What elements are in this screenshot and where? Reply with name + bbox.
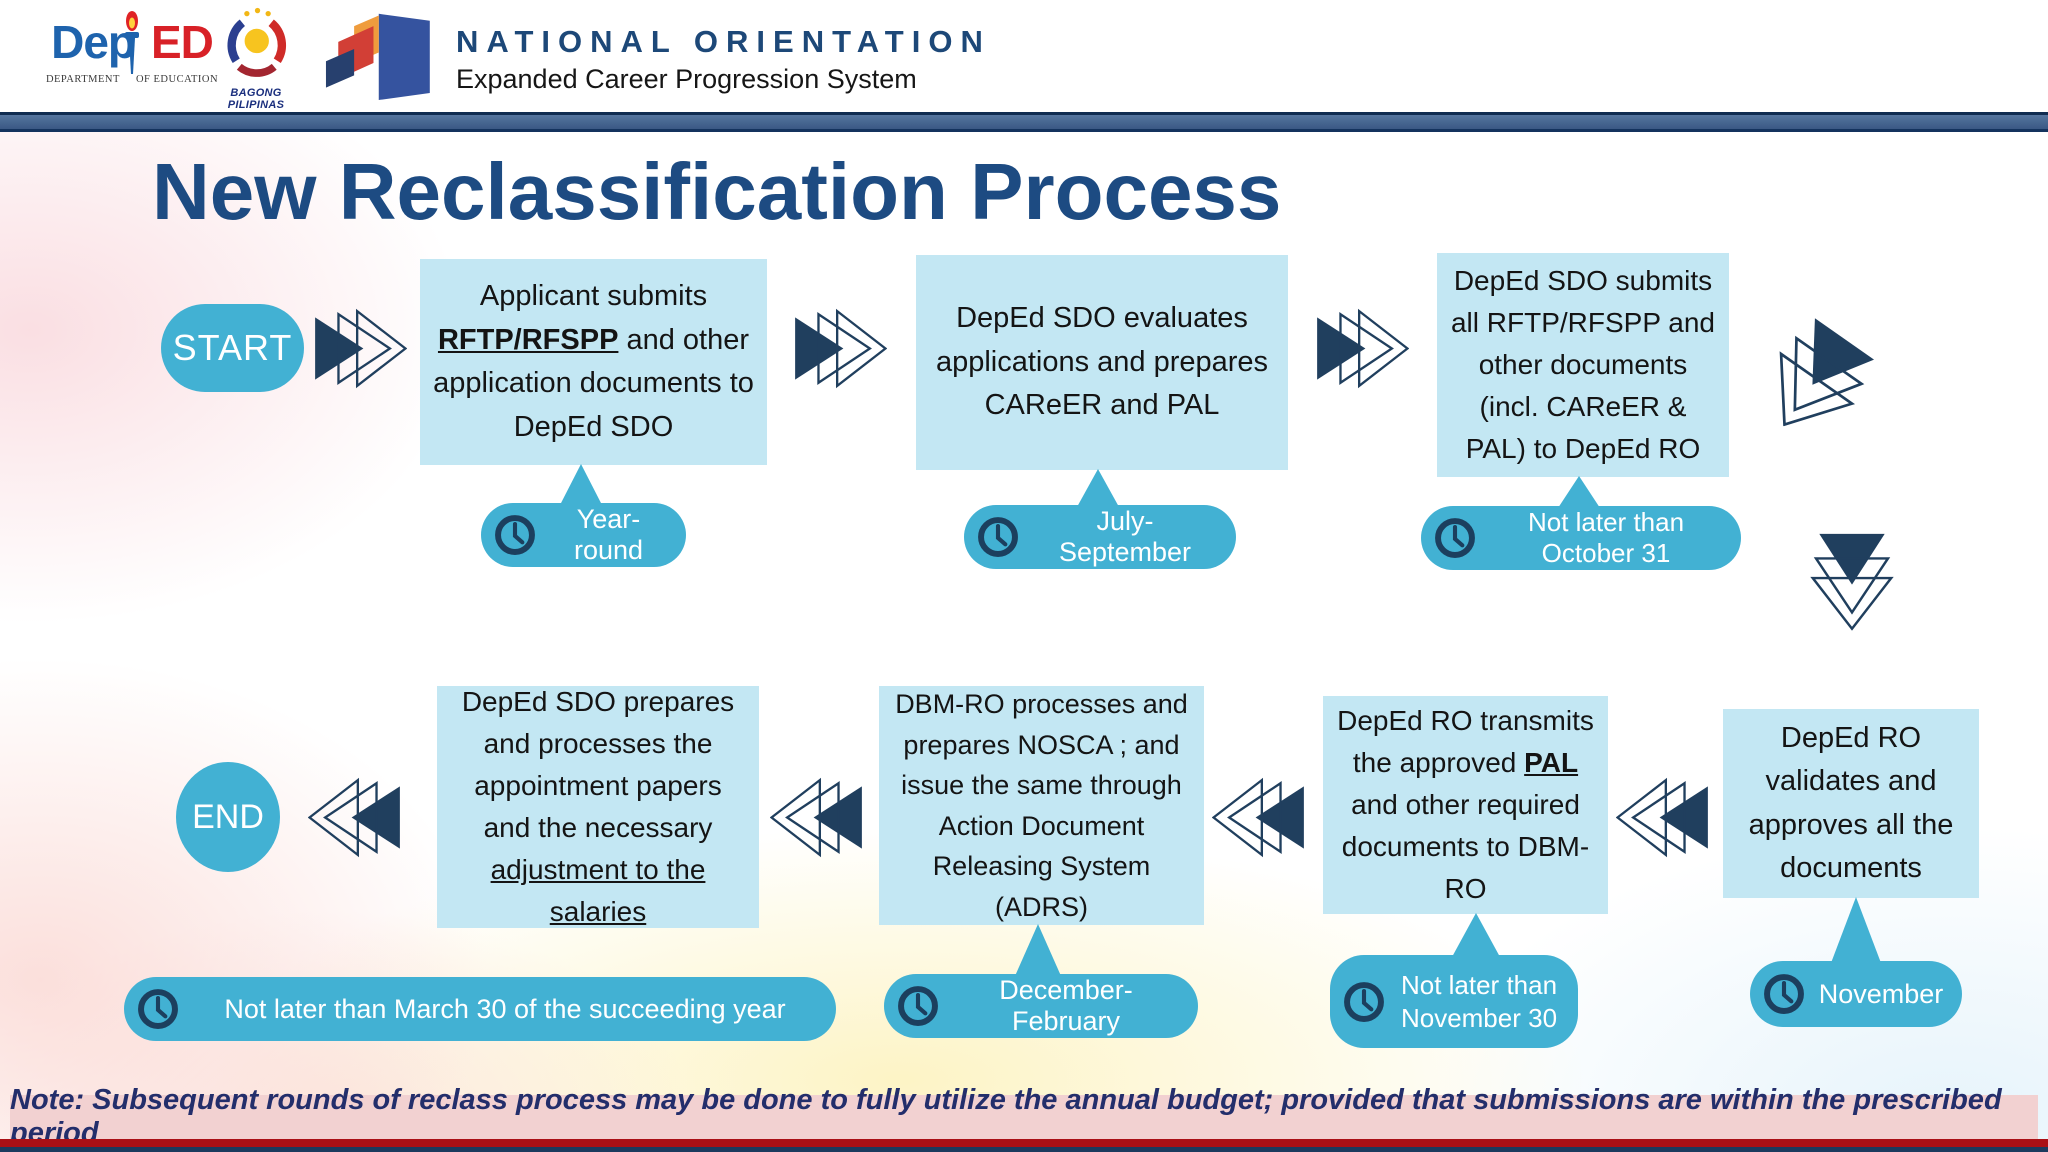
deped-wordmark-dep: Dep bbox=[51, 16, 136, 68]
clock-icon bbox=[138, 989, 178, 1029]
timeline-badge-november: November bbox=[1750, 961, 1962, 1027]
step6-text: DBM-RO processes and prepares NOSCA ; an… bbox=[895, 689, 1188, 922]
bagong-pilipinas-icon bbox=[227, 7, 287, 77]
bagong-pilipinas-logo: BAGONG PILIPINAS bbox=[204, 6, 308, 111]
deped-caption-left: DEPARTMENT bbox=[45, 74, 120, 85]
badge-pointer bbox=[1452, 913, 1500, 957]
event-subtitle: Expanded Career Progression System bbox=[456, 64, 917, 94]
badge-label: November bbox=[1818, 978, 1944, 1009]
badge-pointer bbox=[1077, 469, 1119, 507]
step5-text: DepEd RO transmits the approved bbox=[1337, 705, 1594, 778]
step2-text: DepEd SDO evaluates applications and pre… bbox=[935, 302, 1269, 422]
step5-text-cont: and other required documents to DBM-RO bbox=[1341, 789, 1590, 904]
step1-emphasis: RFTP/RFSPP bbox=[437, 323, 619, 356]
event-title: NATIONAL ORIENTATION bbox=[456, 24, 991, 59]
timeline-badge-december-february: December-February bbox=[884, 974, 1198, 1038]
triple-chevron-right-icon bbox=[315, 308, 407, 389]
badge-label: July-September bbox=[1058, 506, 1192, 567]
clock-icon bbox=[978, 517, 1018, 557]
start-node: START bbox=[161, 304, 304, 392]
timeline-badge-july-september: July-September bbox=[964, 505, 1236, 569]
badge-label: Not later than March 30 of the succeedin… bbox=[224, 993, 786, 1024]
clock-icon bbox=[1764, 974, 1804, 1014]
badge-label: Not later than November 30 bbox=[1400, 970, 1558, 1033]
triple-chevron-left-icon bbox=[770, 777, 862, 858]
deped-wordmark-ed: ED bbox=[151, 16, 214, 68]
badge-pointer bbox=[1558, 476, 1600, 508]
step-box-applicant-submits: Applicant submits RFTP/RFSPP and other a… bbox=[420, 259, 767, 465]
bagong-pilipinas-caption: BAGONG PILIPINAS bbox=[227, 87, 285, 111]
deped-wordmark: Dep ED bbox=[34, 11, 230, 74]
triple-chevron-right-icon bbox=[1317, 308, 1409, 389]
step1-text-cont: and other application documents to DepEd… bbox=[433, 323, 754, 443]
note-bar: Note: Subsequent rounds of reclass proce… bbox=[10, 1084, 2038, 1149]
clock-icon bbox=[1344, 981, 1384, 1022]
clock-icon bbox=[1435, 518, 1475, 558]
footer-red-bar bbox=[0, 1139, 2048, 1147]
clock-icon bbox=[495, 515, 535, 555]
step7-emphasis: adjustment to the salaries bbox=[490, 854, 706, 927]
badge-pointer bbox=[1831, 897, 1881, 963]
timeline-badge-november-30: Not later than November 30 bbox=[1330, 955, 1578, 1048]
badge-pointer bbox=[1015, 924, 1061, 976]
book-icon bbox=[325, 13, 430, 100]
triple-chevron-down-icon bbox=[1810, 533, 1894, 631]
step7-text: DepEd SDO prepares and processes the app… bbox=[461, 686, 735, 843]
step-box-ro-validates: DepEd RO validates and approves all the … bbox=[1723, 709, 1979, 898]
step1-text: Applicant submits bbox=[479, 280, 708, 312]
step-box-sdo-submits-ro: DepEd SDO submits all RFTP/RFSPP and oth… bbox=[1437, 253, 1729, 477]
footer-navy-bar bbox=[0, 1147, 2048, 1152]
triple-chevron-right-icon bbox=[795, 308, 887, 389]
badge-label: Year-round bbox=[573, 504, 644, 565]
triple-chevron-left-icon bbox=[308, 777, 400, 858]
step5-emphasis: PAL bbox=[1524, 747, 1579, 778]
step-box-sdo-evaluates: DepEd SDO evaluates applications and pre… bbox=[916, 255, 1288, 470]
deped-logo: Dep ED DEPARTMENT OF EDUCATION bbox=[34, 11, 230, 85]
page-title: New Reclassification Process bbox=[152, 147, 1282, 236]
clock-icon bbox=[898, 986, 938, 1026]
step4-text: DepEd RO validates and approves all the … bbox=[1748, 721, 1954, 885]
timeline-badge-october-31: Not later than October 31 bbox=[1421, 506, 1741, 570]
deped-caption-right: OF EDUCATION bbox=[135, 74, 219, 85]
timeline-badge-year-round: Year-round bbox=[481, 503, 686, 567]
timeline-badge-march-30: Not later than March 30 of the succeedin… bbox=[124, 977, 836, 1041]
step-box-sdo-appointment-papers: DepEd SDO prepares and processes the app… bbox=[437, 686, 759, 928]
triple-chevron-turn-icon bbox=[1779, 318, 1875, 427]
book-logo bbox=[318, 12, 436, 105]
note-text: Note: Subsequent rounds of reclass proce… bbox=[10, 1084, 2002, 1149]
header: Dep ED DEPARTMENT OF EDUCATION bbox=[0, 0, 2048, 112]
header-divider-bar bbox=[0, 112, 2048, 132]
badge-label: December-February bbox=[999, 975, 1133, 1036]
step3-text: DepEd SDO submits all RFTP/RFSPP and oth… bbox=[1450, 265, 1716, 464]
end-node: END bbox=[176, 762, 280, 872]
triple-chevron-left-icon bbox=[1212, 777, 1304, 858]
badge-label: Not later than October 31 bbox=[1527, 507, 1685, 568]
triple-chevron-left-icon bbox=[1616, 777, 1708, 858]
step-box-ro-transmits-pal: DepEd RO transmits the approved PAL and … bbox=[1323, 696, 1608, 914]
step-box-dbm-ro-nosca: DBM-RO processes and prepares NOSCA ; an… bbox=[879, 686, 1204, 925]
deped-caption: DEPARTMENT OF EDUCATION bbox=[34, 74, 230, 85]
torch-icon bbox=[122, 10, 142, 86]
badge-pointer bbox=[560, 464, 602, 505]
